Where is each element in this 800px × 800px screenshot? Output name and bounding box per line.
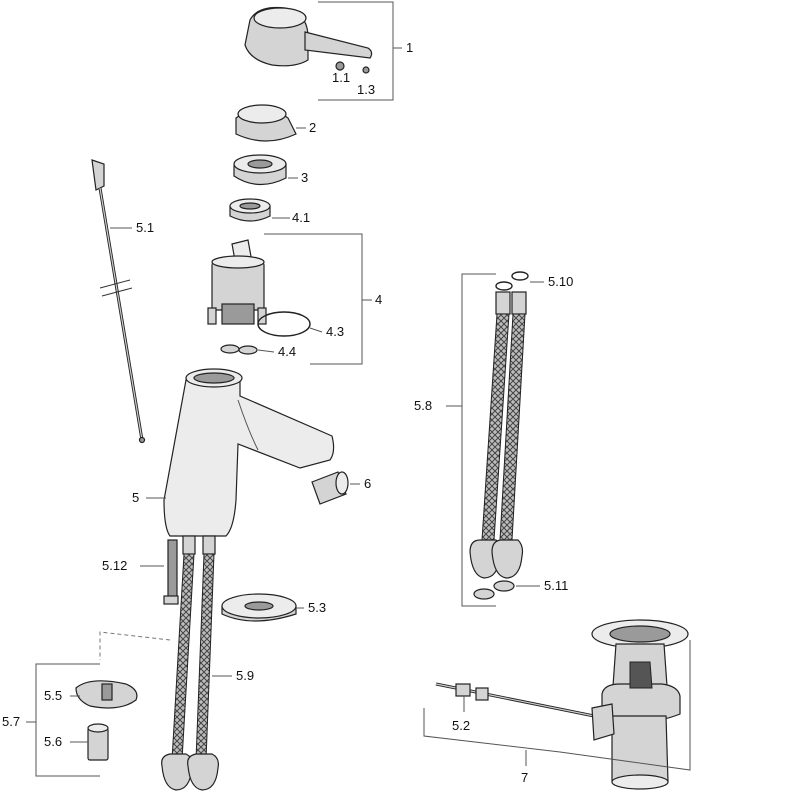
part-5-3-washer — [221, 593, 297, 622]
part-5-8-flex-hoses — [469, 291, 527, 579]
bracket-1 — [318, 1, 394, 101]
label-3: 3 — [301, 170, 308, 185]
part-5-faucet-body — [163, 368, 335, 537]
label-5-11: 5.11 — [544, 578, 568, 593]
label-4-1: 4.1 — [292, 210, 310, 225]
part-4-3-o-ring — [257, 311, 311, 337]
label-5-8: 5.8 — [414, 398, 432, 413]
label-5: 5 — [132, 490, 139, 505]
dashed-leader — [99, 631, 171, 660]
bracket-4 — [264, 233, 363, 365]
label-5-12: 5.12 — [102, 558, 127, 573]
label-5-3: 5.3 — [308, 600, 326, 615]
label-1-3: 1.3 — [357, 82, 375, 97]
label-5-7: 5.7 — [2, 714, 20, 729]
label-2: 2 — [309, 120, 316, 135]
part-5-1-lift-rod — [91, 159, 146, 444]
label-5-1: 5.1 — [136, 220, 154, 235]
part-1-lever-handle — [244, 6, 373, 74]
part-5-10-o-rings — [495, 271, 529, 291]
bracket-7 — [423, 640, 691, 771]
label-1: 1 — [406, 40, 413, 55]
label-5-10: 5.10 — [548, 274, 573, 289]
part-1-3-cap — [362, 66, 370, 74]
label-6: 6 — [364, 476, 371, 491]
bracket-5-8 — [461, 273, 496, 607]
part-2-cover-cap — [235, 104, 297, 142]
part-4-4-seals — [220, 344, 258, 355]
part-4-cartridge — [207, 239, 267, 325]
part-5-12-stud — [163, 539, 179, 605]
part-6-aerator — [311, 471, 349, 505]
part-5-6-nut — [87, 723, 109, 761]
part-7-drain-waste — [591, 619, 689, 790]
part-5-5-fixing-plate — [75, 680, 138, 709]
part-4-1-ring — [229, 198, 271, 222]
label-4-3: 4.3 — [326, 324, 344, 339]
label-5-2: 5.2 — [452, 718, 470, 733]
label-4-4: 4.4 — [278, 344, 296, 359]
label-5-5: 5.5 — [44, 688, 62, 703]
label-5-6: 5.6 — [44, 734, 62, 749]
part-5-11-seals — [473, 580, 515, 600]
part-3-adapter-nut — [233, 154, 287, 186]
bracket-5-7 — [35, 663, 100, 777]
label-5-9: 5.9 — [236, 668, 254, 683]
label-7: 7 — [521, 770, 528, 785]
part-5-2-pivot-rod — [435, 682, 605, 720]
label-1-1: 1.1 — [332, 70, 350, 85]
part-5-9-flex-hoses — [161, 535, 219, 791]
part-1-1-screw — [335, 61, 345, 71]
label-4: 4 — [375, 292, 382, 307]
